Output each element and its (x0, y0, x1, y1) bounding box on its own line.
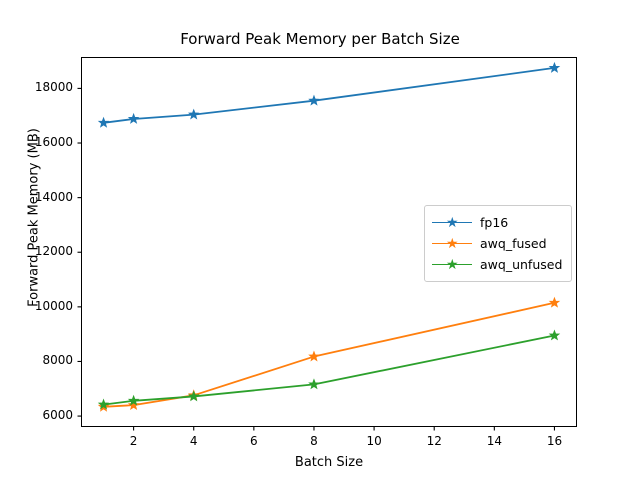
legend-label: fp16 (480, 215, 509, 230)
y-tick-label: 6000 (42, 408, 73, 423)
x-tick-label: 16 (546, 434, 563, 448)
y-tick-label: 16000 (34, 135, 73, 149)
y-tick-label: 12000 (34, 244, 73, 259)
legend-label: awq_unfused (480, 257, 563, 272)
y-tick-label: 14000 (34, 189, 73, 204)
y-tick-label: 18000 (34, 80, 73, 95)
series-fp16 (97, 61, 561, 128)
chart-title: Forward Peak Memory per Batch Size (180, 30, 460, 48)
x-tick-label: 2 (129, 434, 138, 448)
plot-area (81, 57, 577, 427)
x-tick-label: 10 (366, 434, 382, 448)
x-tick-label: 12 (426, 434, 442, 448)
legend-label: awq_fused (480, 236, 547, 251)
legend-swatch-icon: ★ (432, 216, 472, 230)
legend-item-awq_fused[interactable]: ★ awq_fused (432, 233, 562, 254)
series-awq_fused (97, 296, 561, 412)
x-tick-label: 6 (250, 434, 258, 448)
y-tick-label: 10000 (34, 298, 73, 313)
legend-item-awq_unfused[interactable]: ★ awq_unfused (432, 254, 562, 275)
series-awq_unfused (97, 329, 561, 410)
x-tick-label: 14 (486, 434, 502, 448)
x-tick-label: 8 (310, 434, 318, 448)
legend-item-fp16[interactable]: ★ fp16 (432, 212, 562, 233)
x-tick-label: 4 (189, 434, 198, 448)
x-axis-label: Batch Size (294, 455, 364, 470)
legend-swatch-icon: ★ (432, 237, 472, 251)
chart-legend[interactable]: ★ fp16 ★ awq_fused ★ awq_unfused (424, 205, 573, 282)
y-tick-label: 8000 (42, 353, 73, 368)
legend-swatch-icon: ★ (432, 258, 472, 272)
